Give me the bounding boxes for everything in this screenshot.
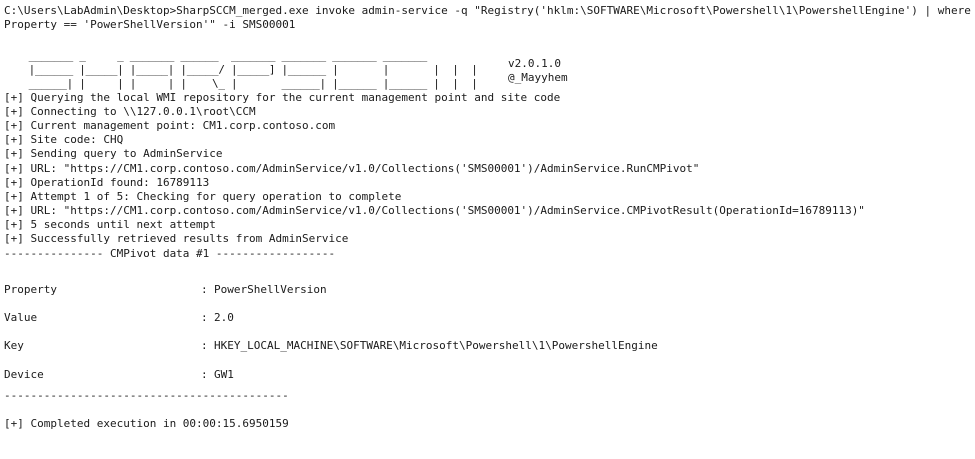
result-value: 2.0	[214, 311, 234, 325]
command-line-2: Property == 'PowerShellVersion'" -i SMS0…	[4, 18, 296, 32]
result-sep: :	[201, 367, 208, 381]
log-line: [+] Querying the local WMI repository fo…	[4, 90, 561, 104]
banner-art-line: |______ |_____| |_____| |_____/ |_____] …	[16, 62, 478, 76]
result-sep: :	[201, 339, 208, 353]
result-key: Value	[4, 311, 38, 325]
section-header: --------------- CMPivot data #1 --------…	[4, 246, 336, 260]
banner-art-line: ______| | | | | | \_ | ______| |______ |…	[16, 76, 478, 90]
result-sep: :	[201, 311, 208, 325]
banner-version: v2.0.1.0	[508, 56, 561, 70]
result-row: Property : PowerShellVersion	[4, 275, 975, 303]
banner-author: @_Mayyhem	[508, 70, 568, 84]
result-value: HKEY_LOCAL_MACHINE\SOFTWARE\Microsoft\Po…	[214, 339, 658, 353]
log-line: [+] OperationId found: 16789113	[4, 175, 210, 189]
result-row: Value : 2.0	[4, 303, 975, 331]
command-line-1: C:\Users\LabAdmin\Desktop>SharpSCCM_merg…	[4, 4, 971, 17]
result-key: Device	[4, 367, 44, 381]
banner-meta: v2.0.1.0@_Mayyhem	[508, 57, 568, 85]
banner-art: _______ _ _ _______ ______ _______ _____…	[16, 49, 478, 91]
log-line: [+] 5 seconds until next attempt	[4, 218, 216, 232]
ascii-banner: _______ _ _ _______ ______ _______ _____…	[4, 49, 975, 91]
log-line: [+] Connecting to \\127.0.0.1\root\CCM	[4, 104, 256, 118]
result-sep: :	[201, 282, 208, 296]
log-line: [+] URL: "https://CM1.corp.contoso.com/A…	[4, 204, 865, 218]
log-line: [+] Current management point: CM1.corp.c…	[4, 118, 336, 132]
completed-line: [+] Completed execution in 00:00:15.6950…	[4, 416, 289, 430]
result-key: Key	[4, 339, 24, 353]
result-key: Property	[4, 282, 57, 296]
result-row: Device : GW1	[4, 360, 975, 388]
log-line: [+] URL: "https://CM1.corp.contoso.com/A…	[4, 161, 700, 175]
section-footer: ----------------------------------------…	[4, 388, 289, 402]
banner-art-line: _______ _ _ _______ ______ _______ _____…	[16, 48, 428, 62]
log-line: [+] Site code: CHQ	[4, 133, 124, 147]
log-line: [+] Sending query to AdminService	[4, 147, 223, 161]
log-line: [+] Successfully retrieved results from …	[4, 232, 349, 246]
result-value: PowerShellVersion	[214, 282, 327, 296]
result-value: GW1	[214, 367, 234, 381]
result-row: Key : HKEY_LOCAL_MACHINE\SOFTWARE\Micros…	[4, 332, 975, 360]
log-line: [+] Attempt 1 of 5: Checking for query o…	[4, 189, 402, 203]
